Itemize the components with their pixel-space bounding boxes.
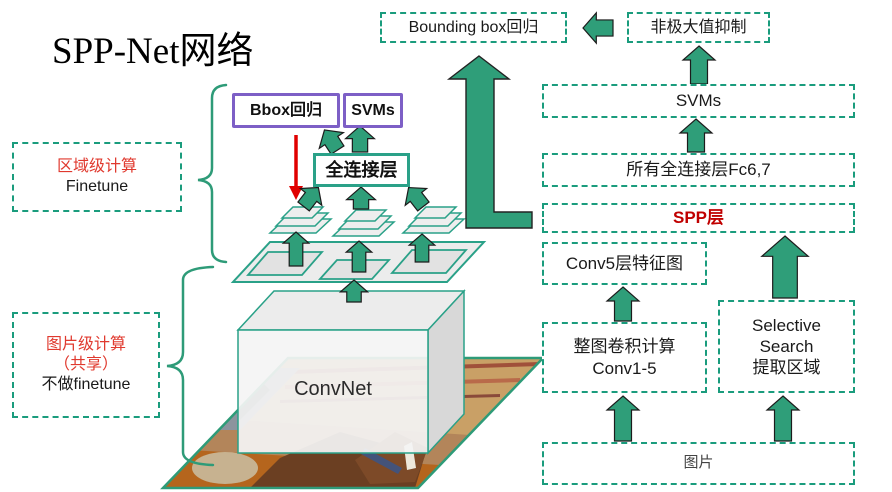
flow-arrow xyxy=(345,186,377,210)
flow-arrow xyxy=(760,235,810,299)
region-level-line1: 区域级计算 xyxy=(56,158,137,175)
pyramid-stack-center xyxy=(331,209,396,237)
svms-center-box: SVMs xyxy=(343,93,403,128)
plane-window-left xyxy=(246,251,324,276)
pyramid-stack-right xyxy=(401,206,466,234)
image-level-line1: 图片级计算 xyxy=(45,336,126,353)
spp-layer-box: SPP层 xyxy=(542,203,855,233)
input-image-label: 图片 xyxy=(683,454,714,472)
bounding-box-regression-box: Bounding box回归 xyxy=(380,12,567,43)
pyramid-stack-left xyxy=(268,206,333,234)
bounding-box-regression-label: Bounding box回归 xyxy=(408,18,539,36)
conv5-featmap-box: Conv5层特征图 xyxy=(542,242,707,285)
region-level-box: 区域级计算 Finetune xyxy=(12,142,182,212)
flow-arrow xyxy=(281,231,311,267)
convnet-front-face xyxy=(237,329,429,454)
selective-search-line1: Selective xyxy=(752,315,821,335)
conv1-5-line1: 整图卷积计算 xyxy=(573,337,676,357)
image-level-line2: （共享） xyxy=(53,356,118,373)
conv5-featmap-label: Conv5层特征图 xyxy=(565,253,684,273)
conv1-5-line2: Conv1-5 xyxy=(592,358,657,378)
svms-right-label: SVMs xyxy=(675,91,722,111)
fc-layer-label: 全连接层 xyxy=(325,159,398,180)
svms-center-label: SVMs xyxy=(351,101,395,119)
region-level-brace xyxy=(197,83,228,264)
image-level-line3: 不做finetune xyxy=(41,376,131,393)
flow-arrow xyxy=(605,395,641,442)
region-level-line2: Finetune xyxy=(65,178,129,195)
selective-search-line3: 提取区域 xyxy=(752,358,821,378)
flow-arrow xyxy=(344,125,376,153)
convnet-box xyxy=(236,289,466,455)
conv1-5-box: 整图卷积计算 Conv1-5 xyxy=(542,322,707,393)
flow-arrow xyxy=(605,286,641,322)
flow-arrow xyxy=(338,279,370,303)
input-image-box: 图片 xyxy=(542,442,855,485)
flow-arrow xyxy=(765,395,801,442)
selective-search-line2: Search xyxy=(759,336,814,356)
selective-search-box: Selective Search 提取区域 xyxy=(718,300,855,393)
fc67-box: 所有全连接层Fc6,7 xyxy=(542,153,855,187)
image-level-box: 图片级计算 （共享） 不做finetune xyxy=(12,312,160,418)
fc-layer-box: 全连接层 xyxy=(313,153,410,187)
flow-arrow xyxy=(297,186,323,212)
flow-arrow xyxy=(681,45,717,85)
flow-arrow xyxy=(407,233,437,263)
nms-box: 非极大值抑制 xyxy=(627,12,770,43)
svms-right-box: SVMs xyxy=(542,84,855,118)
flow-arrow xyxy=(678,118,714,153)
page-title: SPP-Net网络 xyxy=(52,31,254,72)
flow-arrow xyxy=(318,129,346,156)
fc67-label: 所有全连接层Fc6,7 xyxy=(626,160,771,180)
flow-arrow-layer xyxy=(281,11,810,442)
flow-arrow xyxy=(404,186,430,212)
flow-arrow xyxy=(344,240,374,273)
bbox-regression-label: Bbox回归 xyxy=(249,101,322,119)
nms-label: 非极大值抑制 xyxy=(650,18,747,36)
spp-layer-label: SPP层 xyxy=(672,208,725,228)
convnet-label: ConvNet xyxy=(294,378,372,400)
red-down-arrow xyxy=(289,135,303,200)
flow-arrow xyxy=(582,11,614,45)
image-level-brace xyxy=(166,265,215,467)
l-shaped-arrow xyxy=(446,55,533,229)
bbox-regression-box: Bbox回归 xyxy=(232,93,340,128)
